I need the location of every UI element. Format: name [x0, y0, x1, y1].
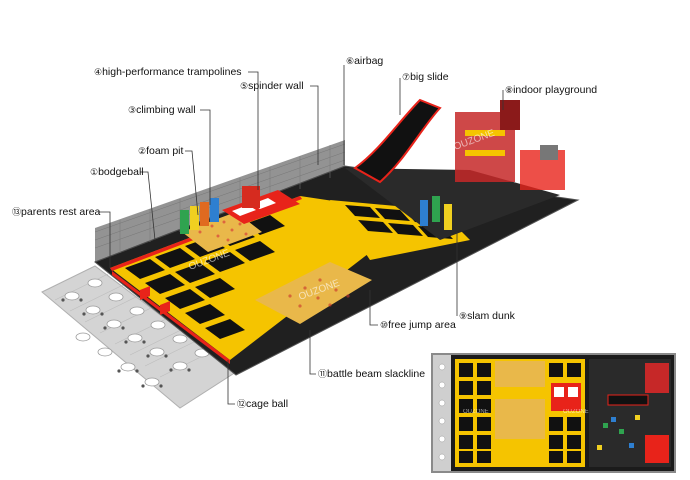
- label-text: battle beam slackline: [327, 368, 426, 380]
- label-number: ⑫: [237, 399, 247, 409]
- trampoline-zone-front: [110, 196, 420, 360]
- label-battle-beam-slackline: ⑪battle beam slackline: [318, 368, 425, 380]
- label-text: foam pit: [146, 145, 184, 157]
- label-number: ③: [128, 105, 137, 115]
- label-text: spinder wall: [248, 80, 304, 92]
- label-spinder-wall: ⑤spinder wall: [240, 80, 304, 92]
- label-high-performance-trampolines: ④high-performance trampolines: [94, 66, 242, 78]
- label-number: ①: [90, 167, 99, 177]
- label-text: bodgeball: [98, 166, 144, 178]
- back-wall: [95, 140, 345, 262]
- foam-pit-cubes: [198, 220, 248, 242]
- label-number: ⑪: [318, 369, 328, 379]
- label-number: ⑨: [459, 311, 468, 321]
- airbag-zone: [345, 168, 560, 240]
- battle-beam-pit-cubes: [288, 278, 350, 308]
- label-foam-pit: ②foam pit: [138, 145, 183, 157]
- label-big-slide: ⑦big slide: [402, 71, 449, 83]
- rest-area-tables: [64, 278, 210, 387]
- label-indoor-playground: ⑧indoor playground: [505, 84, 597, 96]
- label-parents-rest-area: ⑬parents rest area: [12, 206, 100, 218]
- rest-area-stools: [61, 298, 191, 388]
- top-view-map: OUZONE OUZONE: [433, 355, 674, 471]
- label-number: ⑬: [12, 207, 22, 217]
- label-text: high-performance trampolines: [102, 66, 242, 78]
- label-cage-ball: ⑫cage ball: [237, 398, 288, 410]
- indoor-playground-structure: [455, 100, 565, 190]
- label-airbag: ⑥airbag: [346, 55, 383, 67]
- leader-lines: [98, 65, 504, 405]
- label-number: ⑧: [505, 85, 514, 95]
- inset-watermark: OUZONE: [563, 409, 589, 415]
- label-number: ⑦: [402, 72, 411, 82]
- label-text: big slide: [410, 71, 449, 83]
- label-text: climbing wall: [136, 104, 196, 116]
- label-number: ⑩: [380, 320, 389, 330]
- label-number: ⑤: [240, 81, 249, 91]
- label-text: cage ball: [246, 398, 289, 410]
- label-text: indoor playground: [513, 84, 598, 96]
- climbing-wall-panels: [180, 186, 260, 234]
- label-number: ④: [94, 67, 103, 77]
- label-number: ⑥: [346, 56, 355, 66]
- inset-watermark: OUZONE: [463, 409, 489, 415]
- slam-dunk-hoops: [420, 196, 452, 230]
- big-slide: [353, 98, 442, 184]
- label-text: parents rest area: [21, 206, 101, 218]
- label-text: free jump area: [388, 319, 456, 331]
- top-view-inset: OUZONE OUZONE: [431, 353, 676, 473]
- label-free-jump-area: ⑩free jump area: [380, 319, 456, 331]
- label-text: slam dunk: [467, 310, 515, 322]
- battle-beam-pit: [255, 262, 372, 324]
- label-bodgeball: ①bodgeball: [90, 166, 144, 178]
- label-slam-dunk: ⑨slam dunk: [459, 310, 515, 322]
- label-text: airbag: [354, 55, 384, 67]
- label-climbing-wall: ③climbing wall: [128, 104, 196, 116]
- label-number: ②: [138, 146, 147, 156]
